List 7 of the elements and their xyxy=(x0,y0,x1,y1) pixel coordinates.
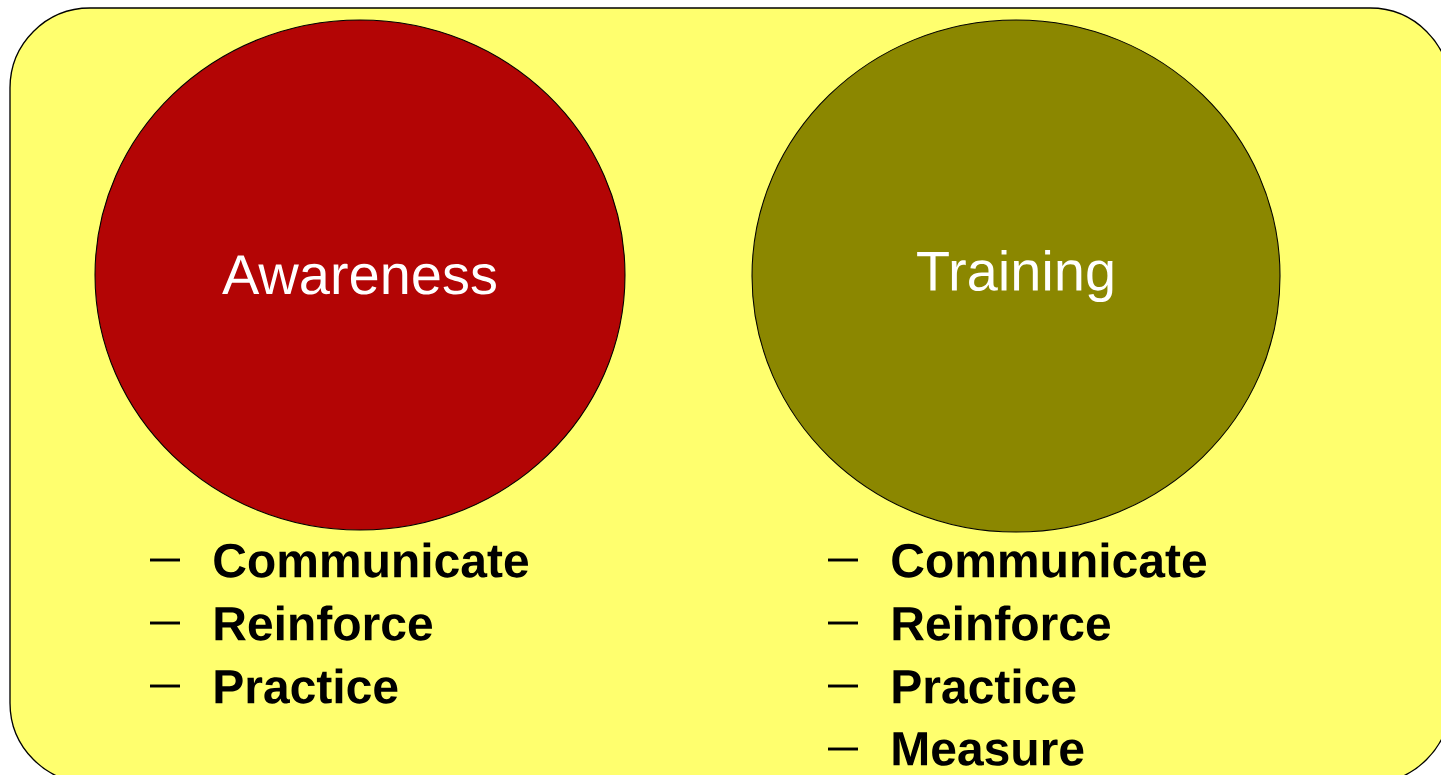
list-item: Practice xyxy=(215,668,398,704)
list-item: Communicate xyxy=(892,542,1206,578)
list-item: Reinforce xyxy=(215,605,432,641)
list-item: Measure xyxy=(893,732,1084,766)
list-item: Practice xyxy=(893,668,1076,704)
list-item: Communicate xyxy=(214,542,528,578)
list-item: Reinforce xyxy=(893,605,1110,641)
